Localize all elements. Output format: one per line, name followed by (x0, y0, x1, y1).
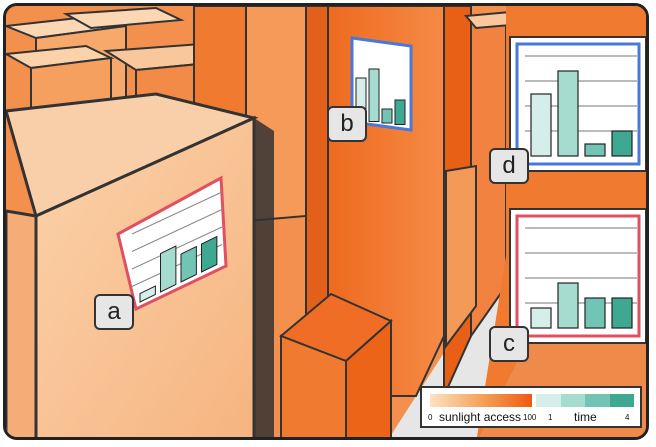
time-title: time (574, 410, 597, 424)
bar-a-4 (201, 235, 218, 273)
sunlight-gradient (430, 394, 532, 407)
label-c-text: c (503, 330, 515, 357)
bar-d-4 (611, 130, 633, 157)
chart-d (515, 42, 641, 166)
bar-c-4 (611, 297, 633, 329)
time-min: 1 (548, 413, 553, 422)
small-building (279, 292, 393, 437)
chart-panel-d[interactable] (509, 36, 646, 172)
time-step-4 (609, 394, 634, 407)
bar-d-1 (530, 93, 552, 157)
bar-c-3 (584, 297, 606, 329)
label-d[interactable]: d (489, 148, 529, 184)
bar-b-4 (394, 99, 406, 125)
bar-d-3 (584, 143, 606, 157)
gridline (131, 209, 223, 252)
bar-b-3 (381, 108, 393, 124)
chart-panel-c[interactable] (509, 208, 646, 344)
tower-right (443, 6, 523, 397)
time-max: 4 (625, 413, 630, 422)
time-step-3 (585, 394, 610, 407)
time-step-1 (536, 394, 561, 407)
facade-chart-b (350, 36, 413, 132)
bar-a-3 (180, 245, 197, 283)
label-a[interactable]: a (94, 294, 134, 330)
chart-c (515, 214, 641, 338)
bar-c-2 (557, 282, 579, 329)
sunlight-min: 0 (428, 413, 433, 422)
bar-d-2 (557, 70, 579, 157)
gridline (131, 191, 223, 235)
bar-b-2 (368, 68, 380, 122)
sunlight-title: sunlight access (439, 410, 522, 424)
gridline (131, 226, 223, 270)
bar-a-2 (160, 245, 177, 293)
label-b[interactable]: b (327, 106, 367, 142)
time-steps (536, 394, 634, 407)
bar-a-1 (139, 285, 156, 303)
time-step-2 (560, 394, 585, 407)
label-a-text: a (107, 298, 121, 325)
facade-chart-a-bars (131, 191, 223, 303)
label-b-text: b (340, 110, 354, 137)
facade-chart-b-bars (355, 68, 406, 125)
facade-chart-a (116, 175, 228, 312)
sunlight-max: 100 (523, 413, 537, 422)
bar-c-1 (530, 307, 552, 329)
label-c[interactable]: c (489, 326, 529, 362)
label-d-text: d (502, 152, 516, 179)
legend: 0 sunlight access 100 1 time 4 (420, 386, 642, 428)
city-3d-view[interactable]: a b c d 0 sunlight access 100 1 time 4 (3, 3, 649, 440)
